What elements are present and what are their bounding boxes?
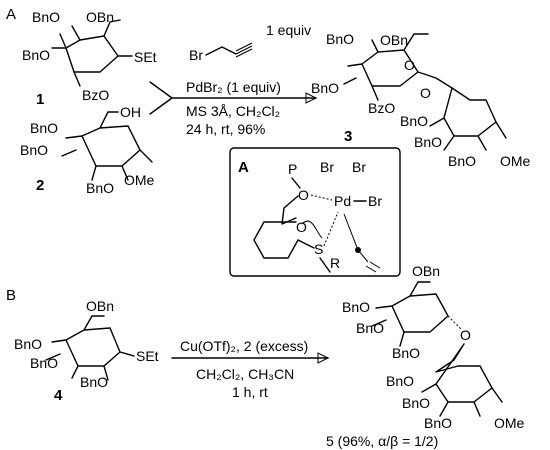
reaction-arrow-a-head: [305, 92, 318, 104]
inset-br2: Br: [352, 159, 366, 175]
reagent-a-propargyl-bromide: Br 1 equiv: [189, 22, 311, 63]
c3-number: 3: [344, 128, 352, 145]
c2-bno-b: BnO: [20, 142, 48, 158]
c5-bno-c: BnO: [392, 345, 420, 361]
c5-bno-d: BnO: [386, 373, 414, 389]
c3-bzo: BzO: [368, 100, 395, 116]
reaction-arrow-a: [149, 81, 317, 115]
c1-number: 1: [36, 91, 44, 108]
conditions-a-1: MS 3Å, CH₂Cl₂: [186, 103, 280, 119]
inset-label: A: [238, 159, 249, 176]
panel-a-label: A: [6, 6, 16, 23]
c5-obn: OBn: [412, 263, 440, 279]
reaction-arrow-b-head: [317, 352, 330, 364]
c1-obn-top: OBn: [86, 9, 114, 25]
compound-3-structure: BnO OBn BnO O BzO O BnO BnO BnO OMe 3: [311, 31, 531, 169]
c1-set: SEt: [134, 49, 157, 65]
c3-bno-a: BnO: [400, 113, 428, 129]
c5-result: 5 (96%, α/β = 1/2): [326, 433, 438, 449]
inset-br3: Br: [368, 193, 382, 209]
c3-bno-left: BnO: [311, 80, 339, 96]
conditions-a-2: 24 h, rt, 96%: [186, 121, 265, 137]
c3-o-link: O: [420, 85, 431, 101]
c1-bno-left: BnO: [22, 47, 50, 63]
c5-bno-b: BnO: [356, 320, 384, 336]
c2-bno-a: BnO: [30, 120, 58, 136]
compound-1-structure: BnO OBn BnO BzO SEt 1: [22, 9, 157, 108]
panel-b-label: B: [6, 287, 16, 304]
c4-number: 4: [54, 387, 63, 404]
compound-5-structure: OBn BnO BnO BnO O BnO BnO BnO OMe 5 (96%…: [326, 263, 525, 449]
c5-ome: OMe: [494, 415, 525, 431]
c3-o-ring: O: [404, 57, 415, 73]
c3-obn-top: OBn: [380, 32, 408, 48]
conditions-b-1: CH₂Cl₂, CH₃CN: [196, 366, 294, 382]
c4-bno-c: BnO: [80, 374, 108, 390]
c2-number: 2: [36, 177, 44, 194]
c2-ome: OMe: [124, 172, 155, 188]
catalyst-b: Cu(OTf)₂, 2 (excess): [180, 338, 308, 354]
c4-bno-a: BnO: [14, 336, 42, 352]
inset-o-ring: O: [296, 219, 307, 235]
propargyl-equiv: 1 equiv: [266, 22, 311, 38]
intermediate-inset-box: [229, 147, 401, 277]
inset-pd: Pd: [334, 193, 351, 209]
c5-bno-f: BnO: [424, 415, 452, 431]
inset-o1: O: [298, 187, 309, 203]
compound-4-structure: OBn BnO BnO BnO SEt 4: [14, 298, 159, 404]
c1-bzo: BzO: [82, 87, 109, 103]
c3-ome: OMe: [500, 153, 531, 169]
catalyst-a: PdBr₂ (1 equiv): [186, 79, 281, 95]
c2-oh: OH: [120, 104, 141, 120]
inset-br1: Br: [320, 159, 334, 175]
c3-bno-top: BnO: [326, 31, 354, 47]
compound-2-structure: OH BnO BnO BnO OMe 2: [20, 104, 155, 196]
propargyl-br-label: Br: [189, 47, 203, 63]
c5-o-link: O: [460, 327, 471, 343]
intermediate-structure: P O Br Br Pd Br O S R: [253, 159, 382, 273]
inset-p: P: [288, 161, 297, 177]
c4-bno-b: BnO: [30, 355, 58, 371]
c5-bno-a: BnO: [342, 299, 370, 315]
c5-bno-e: BnO: [402, 395, 430, 411]
c2-bno-c: BnO: [86, 180, 114, 196]
conditions-b-2: 1 h, rt: [232, 384, 268, 400]
c3-bno-b: BnO: [414, 134, 442, 150]
c3-bno-c: BnO: [448, 153, 476, 169]
c4-obn: OBn: [86, 298, 114, 314]
inset-s: S: [314, 241, 323, 257]
c4-set: SEt: [136, 348, 159, 364]
inset-r: R: [330, 255, 340, 271]
c1-bno-top: BnO: [32, 9, 60, 25]
